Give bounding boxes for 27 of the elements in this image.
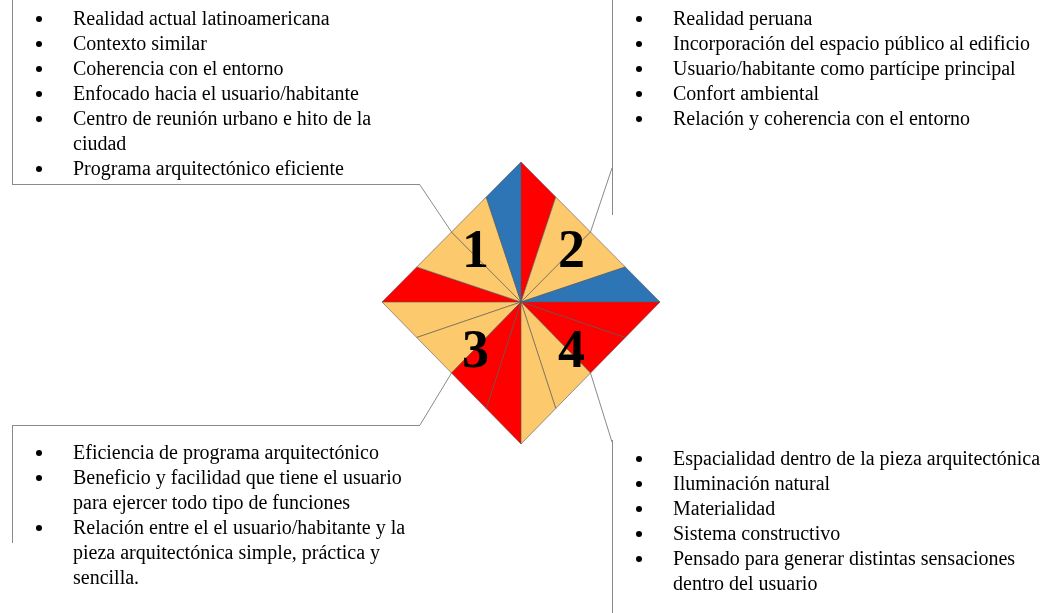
bullet-list-panel [12,0,420,185]
bullet-item: Eficiencia de programa arquitectónico [73,440,435,465]
leader-line [590,167,613,233]
bullet-item: Pensado para generar distintas sensaciones dentro del usuario [673,546,1041,596]
bullet-item: Coherencia con el entorno [73,56,418,81]
bullet-item: Materialidad [673,496,1041,521]
bullet-item: Iluminación natural [673,471,1041,496]
bullet-item: Relación y coherencia con el entorno [673,106,1041,131]
bullet-item: Realidad actual latinoamericana [73,6,418,31]
bullet-list-panel [612,440,1041,613]
bullet-item: Confort ambiental [673,81,1041,106]
bullet-item: Contexto similar [73,31,418,56]
bullet-item: Usuario/habitante como partícipe principal [673,56,1041,81]
bullet-item: Centro de reunión urbano e hito de la ciudad [73,106,418,156]
bullet-item: Relación entre el el usuario/habitante y la pieza arquitectónica simple, práctica y sencilla. [73,515,435,590]
bullet-item: Incorporación del espacio público al edificio [673,31,1041,56]
bullet-item: Sistema constructivo [673,521,1041,546]
bullet-item: Beneficio y facilidad que tiene el usuario para ejercer todo tipo de funciones [73,465,435,515]
leader-line [419,184,452,233]
leader-line [590,372,613,443]
bullet-item: Enfocado hacia el usuario/habitante [73,81,418,106]
bullet-item: Programa arquitectónico eficiente [73,156,418,181]
leader-line [419,372,452,426]
quadrant-number: 2 [558,222,585,276]
bullet-item: Espacialidad dentro de la pieza arquitectónica [673,446,1041,471]
quadrant-number: 1 [462,222,489,276]
bullet-item: Realidad peruana [673,6,1041,31]
